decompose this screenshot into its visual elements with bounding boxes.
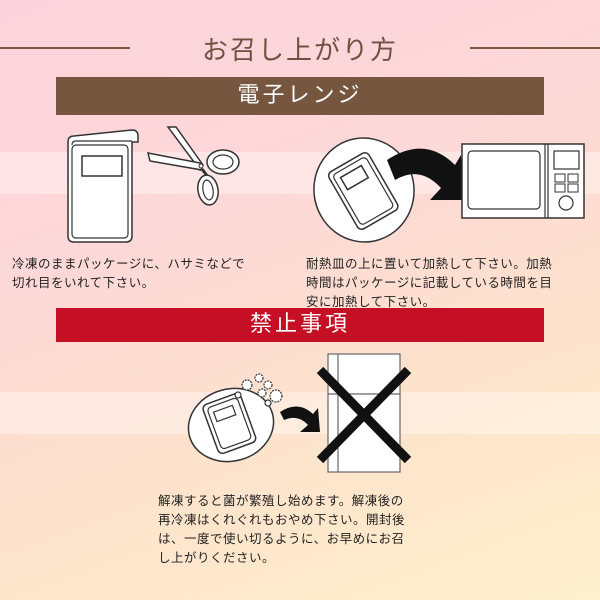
text-line: 耐熱皿の上に置いて加熱して下さい。加熱 (306, 256, 553, 271)
text-line: し上がりください。 (158, 550, 276, 565)
package-icon (67, 129, 139, 243)
thawed-package-bacteria-icon (187, 373, 283, 463)
microwave-icon (461, 143, 585, 219)
arrow-icon (387, 148, 465, 200)
title-row: お召し上がり方 (0, 30, 600, 70)
text-line: 冷凍のままパッケージに、ハサミなどで (12, 256, 246, 271)
text-line: 安に加熱して下さい。 (306, 294, 436, 309)
text-line: 切れ目をいれて下さい。 (12, 275, 155, 290)
freezer-prohibited-icon (316, 353, 412, 473)
title-divider-left (0, 47, 130, 49)
text-line: は、一度で使い切るように、お早めにお召 (158, 531, 405, 546)
prohibited-instruction: 解凍すると菌が繁殖し始めます。解凍後の 再冷凍はくれぐれもおやめ下さい。開封後 … (158, 491, 448, 567)
section-header-microwave: 電子レンジ (56, 77, 544, 115)
arrow-icon (280, 406, 320, 432)
section-header-prohibited: 禁止事項 (56, 308, 544, 342)
text-line: 時間はパッケージに記載している時間を目 (306, 275, 553, 290)
scissors-icon (146, 126, 240, 206)
step1-instruction: 冷凍のままパッケージに、ハサミなどで 切れ目をいれて下さい。 (12, 254, 292, 292)
text-line: 解凍すると菌が繁殖し始めます。解凍後の (158, 493, 404, 508)
step2-instruction: 耐熱皿の上に置いて加熱して下さい。加熱 時間はパッケージに記載している時間を目 … (306, 254, 596, 311)
page-title: お召し上がり方 (201, 36, 398, 66)
text-line: 再冷凍はくれぐれもおやめ下さい。開封後 (158, 512, 406, 527)
title-divider-right (470, 47, 600, 49)
bacteria-icon (234, 373, 283, 407)
